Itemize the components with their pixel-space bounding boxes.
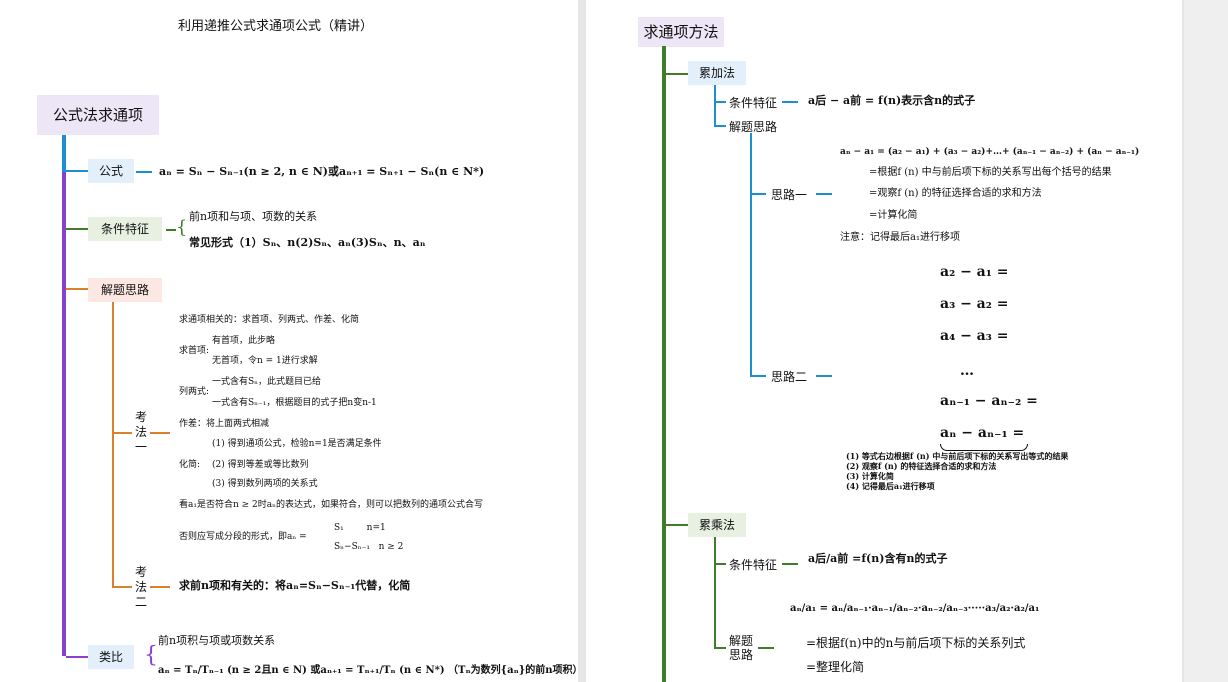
method1-line-3: 有首项，此步略: [212, 336, 276, 346]
method1-line-2: 求首项:: [179, 346, 210, 356]
method1-line-1: 求通项相关的：求首项、列两式、作差、化简: [179, 315, 360, 325]
method1-line-9: 化简:: [179, 460, 201, 470]
approach-branch: [112, 300, 114, 588]
product-branch: [714, 537, 716, 649]
left-page: 利用递推公式求通项公式（精讲） 公式法求通项 公式 aₙ = Sₙ − Sₙ₋₁…: [0, 0, 578, 682]
method1-line-10: (1) 得到通项公式，检验n=1是否满足条件: [212, 439, 382, 449]
idea2-eq-2: a₃ − a₂ =: [940, 296, 1009, 312]
idea2-connector: [750, 375, 766, 377]
idea2-note-1: (1) 等式右边根据f (n) 中与前后项下标的关系写出等式的结果: [846, 451, 1069, 461]
sum-condition-text: a后 − a前 = f(n)表示含n的式子: [808, 94, 976, 107]
idea2-leaf-connector: [816, 375, 832, 377]
product-condition-leaf-connector: [782, 563, 798, 565]
ideas-branch: [750, 133, 752, 377]
condition-item-1: 前n项和与项、项数的关系: [189, 210, 318, 223]
formula-connector: [66, 170, 88, 172]
blue-trunk: [62, 132, 66, 172]
method2-leaf-connector: [150, 586, 170, 588]
method1-label[interactable]: 考 法 一: [134, 410, 147, 454]
underbrace: [940, 444, 1028, 451]
idea2-note-2: (2) 观察f (n) 的特征选择合适的求和方法: [846, 461, 997, 471]
method2-text: 求前n项和有关的：将aₙ=Sₙ−Sₙ₋₁代替，化简: [179, 579, 411, 592]
right-page: 求通项方法 累加法 条件特征 a后 − a前 = f(n)表示含n的式子 解题思…: [586, 0, 1182, 682]
sum-condition-leaf-connector: [782, 101, 798, 103]
condition-item-2: 常见形式（1）Sₙ、n(2)Sₙ、aₙ(3)Sₙ、n、aₙ: [189, 236, 426, 249]
right-root-node[interactable]: 求通项方法: [638, 17, 724, 47]
condition-connector: [66, 228, 88, 230]
analogy-connector: [66, 656, 88, 658]
product-formula: aₙ/a₁ = aₙ/aₙ₋₁·aₙ₋₁/aₙ₋₂·aₙ₋₂/aₙ₋₃·····…: [790, 603, 1040, 614]
method1-line-4: 无首项，令n = 1进行求解: [212, 356, 318, 366]
document-title: 利用递推公式求通项公式（精讲）: [178, 19, 374, 34]
method1-leaf-connector: [150, 432, 170, 434]
product-condition-connector: [714, 563, 726, 565]
product-condition-text: a后/a前 =f(n)含有n的式子: [808, 552, 948, 565]
idea2-eq-3: a₄ − a₃ =: [940, 328, 1009, 344]
idea1-label[interactable]: 思路一: [771, 188, 808, 202]
idea1-leaf-connector: [816, 193, 832, 195]
idea1-line-4: =计算化简: [869, 210, 918, 221]
scrollbar-track[interactable]: [1184, 0, 1228, 682]
method1-connector: [112, 432, 132, 434]
method1-line-7: 一式含有Sₙ₋₁，根据题目的式子把n变n-1: [212, 398, 377, 408]
idea1-line-3: =观察f (n) 的特征选择合适的求和方法: [869, 188, 1042, 199]
idea1-line-1: aₙ − a₁ = (a₂ − a₁) + (a₃ − a₂)+…+ (aₙ₋₁…: [840, 147, 1140, 157]
sum-approach-connector: [714, 125, 726, 127]
approach-connector: [66, 288, 88, 290]
idea2-eq-1: a₂ − a₁ =: [940, 264, 1009, 280]
analogy-node[interactable]: 类比: [88, 645, 134, 669]
analogy-brace: {: [144, 643, 158, 668]
product-condition-label[interactable]: 条件特征: [729, 558, 778, 572]
purple-trunk: [62, 132, 66, 656]
idea1-line-2: =根据f (n) 中与前后项下标的关系写出每个括号的结果: [869, 167, 1112, 178]
root-node[interactable]: 公式法求通项: [37, 95, 159, 135]
product-line-2: =整理化简: [806, 660, 865, 674]
product-approach-label[interactable]: 解题 思路: [729, 634, 754, 662]
method1-line-15: S₁ n=1: [334, 523, 386, 533]
analogy-item-1: 前n项积与项或项数关系: [158, 634, 276, 647]
condition-node[interactable]: 条件特征: [88, 217, 162, 241]
idea2-eq-5: aₙ₋₁ − aₙ₋₂ =: [940, 393, 1038, 409]
sum-approach-label[interactable]: 解题思路: [729, 120, 778, 134]
product-line-1: =根据f(n)中的n与前后项下标的关系列式: [806, 636, 1026, 650]
sum-branch: [714, 85, 716, 127]
product-approach-leaf-connector: [758, 647, 774, 649]
method1-line-16: Sₙ−Sₙ₋₁ n ≥ 2: [334, 542, 404, 552]
method2-connector: [112, 586, 132, 588]
idea2-eq-4: …: [960, 363, 974, 379]
formula-leaf-connector: [136, 171, 152, 173]
idea2-label[interactable]: 思路二: [771, 370, 808, 384]
analogy-item-2: aₙ = Tₙ/Tₙ₋₁ (n ≥ 2且n ∈ N) 或aₙ₊₁ = Tₙ₊₁/…: [158, 665, 578, 676]
condition-leaf-connector: [166, 229, 176, 231]
idea1-connector: [750, 193, 766, 195]
product-method-node[interactable]: 累乘法: [688, 513, 746, 537]
method1-line-8: 作差：将上面两式相减: [179, 419, 270, 429]
formula-node[interactable]: 公式: [88, 159, 134, 183]
sum-condition-connector: [714, 101, 726, 103]
method1-line-13: 看a₁是否符合n ≥ 2时aₙ的表达式，如果符合，则可以把数列的通项公式合写: [179, 500, 484, 510]
sum-connector: [666, 73, 688, 75]
idea2-eq-6: aₙ − aₙ₋₁ =: [940, 425, 1025, 441]
method1-line-6: 一式含有Sₙ，此式题目已给: [212, 377, 322, 387]
method1-line-14: 否则应写成分段的形式，即aₙ =: [179, 532, 307, 542]
green-trunk: [662, 46, 666, 682]
formula-text: aₙ = Sₙ − Sₙ₋₁(n ≥ 2, n ∈ N)或aₙ₊₁ = Sₙ₊₁…: [159, 165, 485, 178]
approach-node[interactable]: 解题思路: [88, 278, 162, 302]
idea1-line-5: 注意：记得最后a₁进行移项: [840, 232, 960, 243]
sum-method-node[interactable]: 累加法: [688, 61, 746, 85]
sum-condition-label[interactable]: 条件特征: [729, 96, 778, 110]
idea2-note-3: (3) 计算化简: [846, 471, 894, 481]
idea2-note-4: (4) 记得最后a₁进行移项: [846, 481, 935, 491]
method1-line-5: 列两式:: [179, 387, 210, 397]
condition-brace: {: [176, 217, 188, 238]
method2-label[interactable]: 考 法 二: [134, 565, 147, 609]
method1-line-12: (3) 得到数列两项的关系式: [212, 479, 318, 489]
product-approach-connector: [714, 647, 726, 649]
product-connector: [666, 524, 688, 526]
method1-line-11: (2) 得到等差或等比数列: [212, 460, 309, 470]
